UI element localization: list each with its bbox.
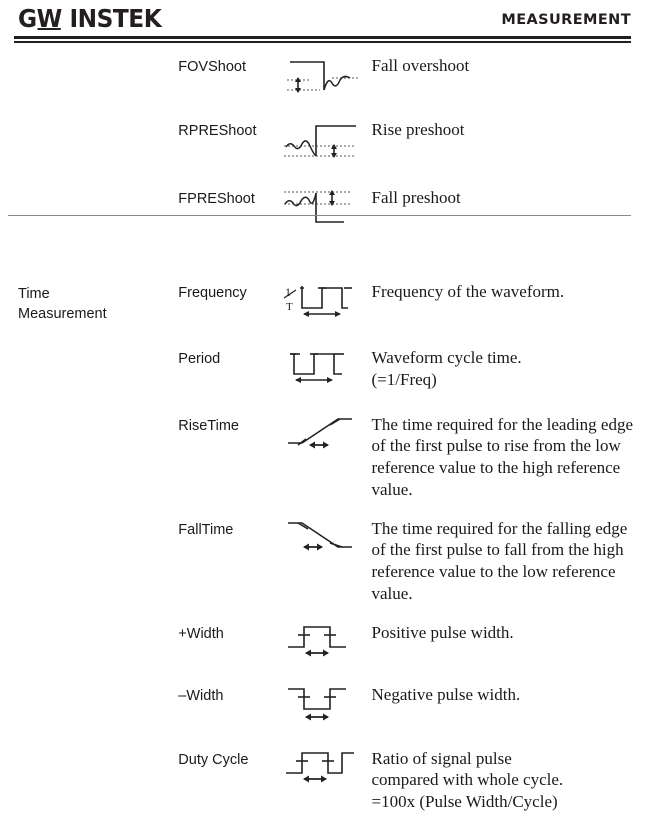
measurement-description: Ratio of signal pulse compared with whol… (372, 745, 645, 813)
row-spacer (0, 391, 645, 411)
negative-width-waveform-icon (282, 681, 372, 725)
row-spacer (0, 661, 645, 681)
row-spacer (0, 96, 645, 116)
measurement-description: Fall preshoot (371, 188, 461, 207)
section-spacer (0, 232, 645, 278)
fall-time-waveform-icon (282, 515, 372, 559)
table-row: Period Waveform cycle time. (=1/Freq) (0, 344, 645, 391)
category-label: Time Measurement (18, 278, 178, 324)
measurement-name: FOVShoot (178, 59, 246, 75)
fall-overshoot-waveform-icon (282, 52, 372, 96)
measurement-name: FallTime (178, 521, 234, 538)
page-title: MEASUREMENT (501, 12, 631, 28)
fall-preshoot-waveform-icon (282, 184, 372, 232)
table-row: FallTime The time required for the falli… (0, 515, 645, 605)
measurement-name: Frequency (178, 285, 247, 301)
measurement-table: FOVShoot Fall overshoot RPREShoot (0, 52, 645, 813)
svg-text:T: T (286, 301, 293, 313)
measurement-name: Duty Cycle (178, 751, 249, 768)
logo-text-instek: INSTEK (69, 4, 162, 33)
frequency-waveform-icon: 1 T (282, 278, 372, 322)
table-row: FPREShoot Fall preshoot (0, 184, 645, 232)
measurement-name: FPREShoot (178, 191, 255, 207)
measurement-name: RiseTime (178, 417, 239, 434)
svg-text:1: 1 (285, 285, 291, 299)
header-rule-thin (14, 41, 631, 43)
measurement-description: Negative pulse width. (371, 684, 521, 704)
measurement-description: Waveform cycle time. (=1/Freq) (372, 344, 645, 391)
table-row: –Width Negative pulse width. (0, 681, 645, 725)
rise-time-waveform-icon (282, 411, 372, 455)
row-spacer (0, 725, 645, 745)
header-rule-thick (14, 36, 631, 39)
table-row: Time Measurement Frequency 1 T Frequency… (0, 278, 645, 324)
category-label (18, 52, 178, 59)
table-row: +Width Positive pulse width. (0, 619, 645, 661)
table-row: Duty Cycle Ratio of signal pulse compare… (0, 745, 645, 813)
duty-cycle-waveform-icon (282, 745, 372, 787)
measurement-name: –Width (178, 687, 224, 704)
table-row: RPREShoot Rise preshoot (0, 116, 645, 164)
measurement-description: Rise preshoot (371, 120, 465, 139)
measurement-description: The time required for the leading edge o… (371, 414, 634, 499)
section-separator (8, 215, 631, 216)
row-spacer (0, 605, 645, 619)
row-spacer (0, 501, 645, 515)
measurement-name: Period (178, 351, 221, 368)
table-row: RiseTime The time required for the leadi… (0, 411, 645, 501)
measurement-description: The time required for the falling edge o… (371, 518, 628, 603)
rise-preshoot-waveform-icon (282, 116, 372, 164)
category-label-line1: Time (18, 286, 50, 302)
description-line: (=1/Freq) (371, 369, 437, 389)
measurement-name: +Width (178, 625, 224, 642)
logo-text-w: W (36, 4, 63, 33)
table-row: FOVShoot Fall overshoot (0, 52, 645, 96)
measurement-description: Frequency of the waveform. (371, 282, 565, 301)
description-line: Ratio of signal pulse (371, 748, 512, 768)
row-spacer (0, 164, 645, 184)
measurement-description: Positive pulse width. (371, 622, 514, 642)
description-line: compared with whole cycle. (371, 770, 564, 790)
row-spacer (0, 324, 645, 344)
description-line: =100x (Pulse Width/Cycle) (371, 792, 558, 812)
measurement-description: Fall overshoot (371, 56, 470, 75)
logo-text-g: G (18, 4, 37, 33)
period-waveform-icon (282, 344, 372, 388)
positive-width-waveform-icon (282, 619, 372, 661)
description-line: Waveform cycle time. (371, 348, 522, 368)
category-label-line2: Measurement (18, 305, 107, 322)
measurement-name: RPREShoot (178, 123, 257, 139)
